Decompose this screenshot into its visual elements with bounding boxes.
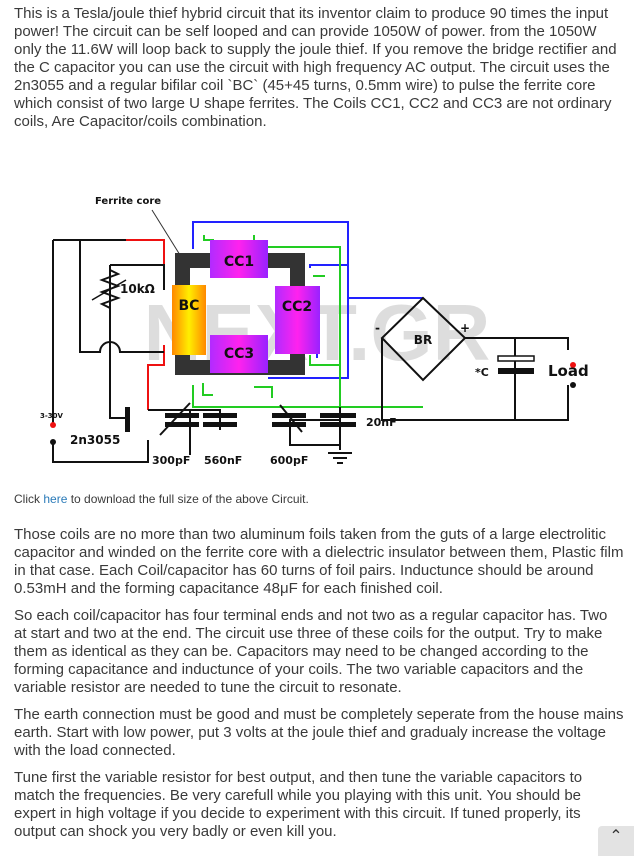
cc1-label: CC1 [224,254,254,270]
download-link[interactable]: here [43,492,68,506]
ferrite-core [175,253,305,375]
c560-label: 560nF [204,454,242,467]
resistor-label: 10kΩ [120,282,155,296]
coil-bc [172,285,206,355]
supply-label: 3-30V [40,412,64,420]
transistor-label: 2n3055 [70,433,120,447]
paragraph-terminals: So each coil/capacitor has four terminal… [14,607,608,696]
bridge-plus: + [460,321,470,335]
ferrite-pointer [151,209,181,256]
capacitor-c [497,355,535,362]
transistor [125,407,130,432]
ferrite-core-label: Ferrite core [95,196,161,207]
cap-c-label: *C [475,366,489,379]
circuit-diagram: NEXT.GR Ferrite core 10kΩ CC1 CC2 CC3 BC… [40,196,589,467]
download-line: Click here to download the full size of … [14,492,624,506]
scroll-to-top-button[interactable]: ⌃ [598,826,634,856]
intro-paragraph: This is a Tesla/joule thief hybrid circu… [14,5,617,130]
bc-label: BC [179,298,200,314]
download-suffix: to download the full size of the above C… [67,492,309,506]
coil-cc2 [275,286,320,354]
coil-cc3 [210,335,268,373]
chevron-up-icon: ⌃ [609,828,623,845]
coil-cc1 [210,240,268,278]
bridge-minus: - [375,321,380,335]
paragraph-earth: The earth connection must be good and mu… [14,706,624,759]
c600-label: 600pF [270,454,308,467]
c300-label: 300pF [152,454,190,467]
cc2-label: CC2 [282,299,312,315]
cc3-label: CC3 [224,346,254,362]
paragraph-tuning: Tune first the variable resistor for bes… [14,769,583,840]
bridge-label: BR [414,333,432,347]
load-label: Load [548,362,589,380]
paragraph-coils: Those coils are no more than two aluminu… [14,526,624,597]
c20-label: 20nF [366,416,397,429]
download-prefix: Click [14,492,44,506]
